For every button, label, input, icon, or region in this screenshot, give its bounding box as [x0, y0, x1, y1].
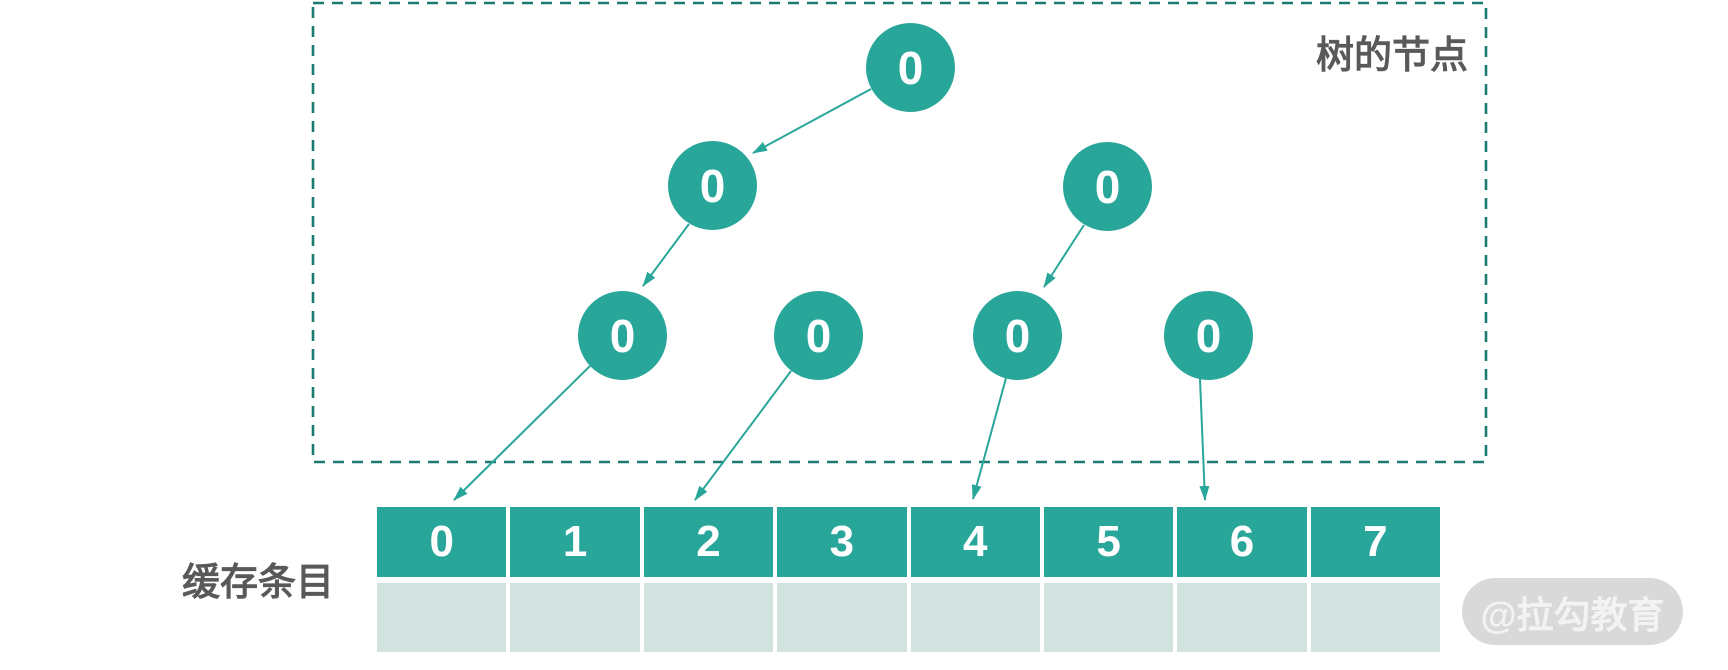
tree-node-level3-3: 0	[973, 291, 1062, 380]
tree-node-level3-2: 0	[774, 291, 863, 380]
cache-empty-cell-7	[1310, 583, 1440, 652]
cache-cell-4: 4	[910, 507, 1040, 577]
cache-empty-cell-4	[910, 583, 1040, 652]
cache-empty-cell-3	[777, 583, 907, 652]
cache-cell-0: 0	[377, 507, 507, 577]
cache-cell-3: 3	[777, 507, 907, 577]
cache-index-row: 0 1 2 3 4 5 6 7	[377, 507, 1440, 577]
cache-cell-7: 7	[1310, 507, 1440, 577]
tree-node-root: 0	[866, 23, 955, 112]
arrow-level2-left-to-level3-1	[642, 223, 690, 287]
tree-node-level2-right: 0	[1063, 142, 1152, 231]
arrow-level3-2-to-cache-cell-2	[694, 370, 792, 501]
cache-cell-6: 6	[1177, 507, 1307, 577]
tree-node-level2-left: 0	[668, 141, 757, 230]
arrow-level3-1-to-cache-cell-0	[453, 365, 591, 501]
tree-node-level3-1: 0	[578, 291, 667, 380]
cache-empty-cell-6	[1177, 583, 1307, 652]
arrow-root-to-level2-left	[752, 88, 872, 154]
watermark-badge: @拉勾教育	[1462, 578, 1683, 645]
arrow-level2-right-to-level3-3	[1043, 224, 1085, 288]
cache-empty-cell-2	[643, 583, 774, 652]
cache-cell-1: 1	[510, 507, 640, 577]
watermark-text: @拉勾教育	[1480, 594, 1665, 636]
cache-label: 缓存条目	[182, 562, 335, 604]
tree-box-label: 树的节点	[1315, 35, 1468, 77]
cache-cell-2: 2	[643, 507, 774, 577]
cache-empty-cell-5	[1043, 583, 1174, 652]
cache-empty-cell-0	[377, 583, 507, 652]
cache-cell-5: 5	[1043, 507, 1174, 577]
cache-empty-row	[377, 583, 1440, 652]
cache-empty-cell-1	[510, 583, 640, 652]
tree-node-level3-4: 0	[1164, 291, 1253, 380]
arrow-level3-3-to-cache-cell-4	[971, 377, 1007, 500]
arrow-level3-4-to-cache-cell-6	[1199, 378, 1210, 501]
